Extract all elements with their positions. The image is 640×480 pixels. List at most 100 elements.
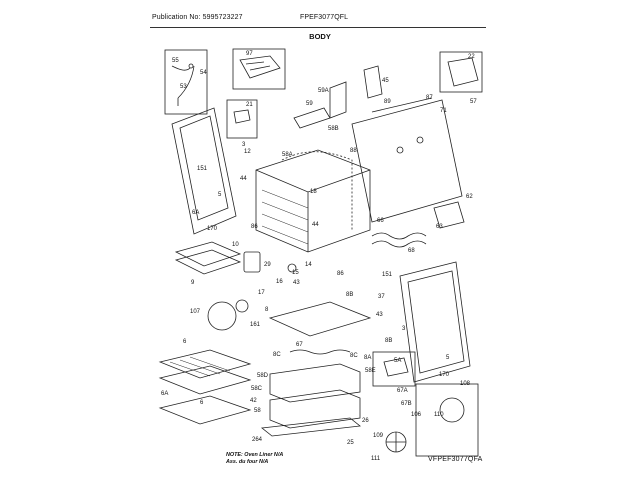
part-callout: 106 — [411, 412, 422, 418]
cavity-bottom-panel — [268, 301, 372, 337]
part-callout: 108 — [460, 381, 471, 387]
rear-panel — [351, 97, 463, 223]
part-callout: 53 — [180, 84, 187, 90]
rack-wires — [169, 356, 231, 377]
part-callout: 67 — [296, 342, 303, 348]
header-rule — [150, 27, 486, 28]
part-callout: 86 — [337, 271, 344, 277]
part-callout: 26 — [362, 418, 369, 424]
part-callout: 3 — [242, 142, 246, 148]
inset-box-clip — [226, 99, 258, 139]
part-callout: 55 — [172, 58, 179, 64]
part-callout: 89 — [384, 99, 391, 105]
part-callout: 170 — [439, 372, 450, 378]
part-callout: 8A — [364, 355, 371, 361]
mounting-bracket — [239, 55, 281, 79]
oven-liner-note: NOTE: Oven Liner N/A — [226, 452, 284, 458]
part-callout: 29 — [264, 262, 271, 268]
part-callout: 12 — [244, 149, 251, 155]
part-callout: 151 — [382, 272, 393, 278]
part-callout: 8B — [346, 292, 353, 298]
part-callout: 59A — [318, 88, 329, 94]
light-housing — [243, 251, 261, 273]
wire-terminal — [188, 63, 194, 69]
part-callout: 97 — [246, 51, 253, 57]
part-callout: 59 — [306, 101, 313, 107]
bake-element — [371, 232, 427, 248]
part-callout: 63 — [436, 224, 443, 230]
part-callout: 10 — [232, 242, 239, 248]
part-callout: 67A — [397, 388, 408, 394]
part-callout: 8B — [385, 338, 392, 344]
part-callout: 3 — [402, 326, 406, 332]
part-callout: 6A — [192, 210, 199, 216]
part-callout: 5 — [446, 355, 450, 361]
part-callout: 58C — [251, 386, 263, 392]
cover-plate — [447, 57, 479, 87]
oven-racks — [158, 349, 252, 425]
oven-liner-note-french: Ass. du four N/A — [226, 459, 269, 465]
part-callout: 66 — [377, 218, 384, 224]
convection-fan-cover — [207, 301, 237, 331]
part-callout: 21 — [246, 102, 253, 108]
light-bulb — [287, 263, 297, 273]
part-callout: 45 — [382, 78, 389, 84]
part-callout: 58 — [254, 408, 261, 414]
fan-blade-spokes — [386, 432, 406, 452]
section-title: BODY — [309, 32, 331, 41]
diagram-artwork — [158, 48, 483, 457]
part-callout: 87 — [426, 95, 433, 101]
part-callout: 86 — [251, 224, 258, 230]
part-callout: 8C — [273, 352, 281, 358]
oven-cavity — [255, 149, 371, 253]
part-callout: 9 — [191, 280, 195, 286]
part-callout: 5A — [394, 358, 401, 364]
part-callout: 22 — [468, 54, 475, 60]
part-callout: 67B — [401, 401, 412, 407]
part-callout: 88 — [350, 148, 357, 154]
part-callout: 170 — [207, 226, 218, 232]
part-callout: 6 — [183, 339, 187, 345]
cavity-rack-guides — [261, 189, 309, 245]
inset-box-hinge — [372, 351, 416, 387]
rear-panel-hole — [416, 136, 424, 144]
publication-number: Publication No: 5995723227 — [152, 14, 243, 21]
fan-gasket — [235, 299, 249, 313]
vent-duct-parts — [293, 65, 383, 129]
part-callout: 57 — [470, 99, 477, 105]
inset-box-bracket — [232, 48, 286, 90]
part-callout: 109 — [373, 433, 384, 439]
part-callout: 54 — [200, 70, 207, 76]
model-number: FPEF3077QFL — [300, 14, 349, 21]
storage-drawer-assembly — [260, 363, 362, 437]
door-hinge — [383, 357, 409, 377]
part-callout: 43 — [376, 312, 383, 318]
part-callout: 44 — [312, 222, 319, 228]
part-callout: 71 — [440, 108, 447, 114]
part-callout: 37 — [378, 294, 385, 300]
part-callout: 44 — [240, 176, 247, 182]
part-callout: 18 — [310, 189, 317, 195]
wiring-harness — [171, 65, 195, 106]
inset-box-wiring — [164, 49, 208, 115]
part-callout: 8 — [265, 307, 269, 313]
part-callout: 43 — [293, 280, 300, 286]
part-callout: 58D — [257, 373, 269, 379]
part-callout: 111 — [371, 456, 381, 462]
broiler-pan — [174, 241, 242, 275]
outer-door-frame — [399, 261, 471, 383]
part-callout: 5 — [218, 192, 222, 198]
part-callout: 42 — [250, 398, 257, 404]
part-callout: 6A — [161, 391, 168, 397]
inset-box-fan — [415, 383, 479, 457]
part-callout: 107 — [190, 309, 201, 315]
insulation-wrap — [281, 151, 353, 230]
part-callout: 58B — [328, 126, 339, 132]
part-callout: 264 — [252, 437, 263, 443]
part-callout: 161 — [250, 322, 261, 328]
door-inner-panel — [171, 107, 237, 235]
part-callout: 151 — [197, 166, 208, 172]
part-callout: 58A — [282, 152, 293, 158]
part-callout: 68 — [408, 248, 415, 254]
